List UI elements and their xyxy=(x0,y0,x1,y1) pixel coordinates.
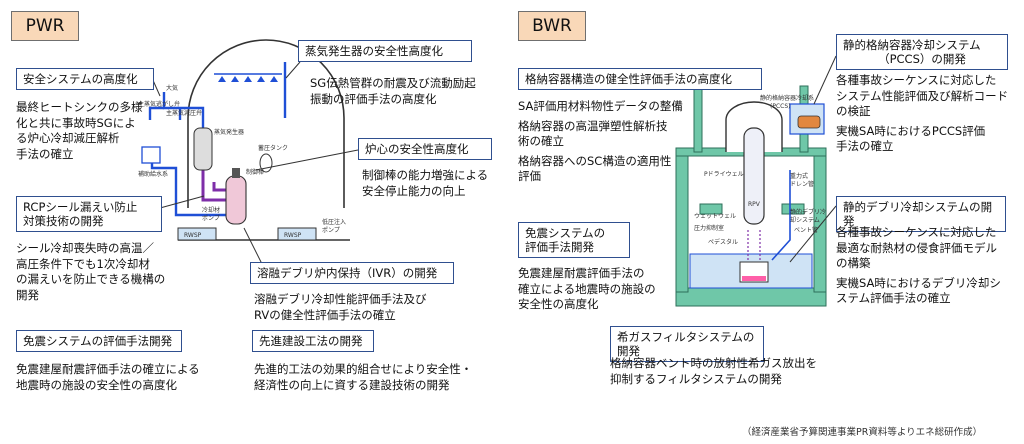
svg-text:主蒸気逃がし弁: 主蒸気逃がし弁 xyxy=(138,100,180,108)
svg-text:RWSP: RWSP xyxy=(284,232,302,239)
pwr-leader-lines xyxy=(151,61,359,265)
pwr-steam-piping xyxy=(148,62,287,217)
pwr-ivr-desc: 溶融デブリ冷却性能評価手法及び RVの健全性評価手法の確立 xyxy=(254,292,427,322)
bwr-noble-gas-filter-desc: 格納容器ベント時の放射性希ガス放出を 抑制するフィルタシステムの開発 xyxy=(610,356,817,386)
pwr-steam-generator xyxy=(193,127,213,171)
bwr-diagram-labels: 静的格納容器冷却系 (PCCS) Pドライウェル RPV ウェットウェル ペデス… xyxy=(694,94,826,246)
svg-text:主蒸気減圧弁: 主蒸気減圧弁 xyxy=(166,109,202,117)
bwr-seismic-desc: 免震建屋耐震評価手法の 確立による地震時の施設の 安全性の高度化 xyxy=(518,266,656,311)
svg-text:重力式: 重力式 xyxy=(790,172,808,180)
svg-text:Pドライウェル: Pドライウェル xyxy=(704,170,744,178)
bwr-core-debris xyxy=(739,230,769,283)
svg-text:圧力抑制室: 圧力抑制室 xyxy=(694,224,724,232)
bwr-containment-structure-desc: SA評価用材料物性データの整備 格納容器の高温弾塑性解析技 術の確立 格納容器へ… xyxy=(518,99,683,183)
bwr-pccs-unit xyxy=(789,103,825,135)
pwr-spray-nozzles xyxy=(214,73,282,82)
pwr-steam-generator-title: 蒸気発生器の安全性高度化 xyxy=(298,40,472,62)
bwr-gravity-drain-pipe xyxy=(771,170,791,261)
bwr-debris-cooling-desc: 各種事故シーケンスに対応した 最適な耐熱材の侵食評価モデル の構築 実機SA時に… xyxy=(836,225,1001,305)
bwr-drywell xyxy=(725,101,783,152)
pwr-diagram-labels: 大気 主蒸気逃がし弁 主蒸気減圧弁 蒸気発生器 補助給水系 蓄圧タンク 制御棒 … xyxy=(138,84,346,239)
pwr-tag: PWR xyxy=(11,11,79,41)
bwr-seismic-title: 免震システムの 評価手法開発 xyxy=(518,222,630,258)
pwr-control-rod-drive xyxy=(232,168,240,178)
svg-text:RWSP: RWSP xyxy=(184,232,202,239)
svg-text:静的デブリ冷: 静的デブリ冷 xyxy=(790,208,826,216)
bwr-pccs-title: 静的格納容器冷却システム （PCCS）の開発 xyxy=(836,34,1008,70)
pwr-rcp-seal-title: RCPシール漏えい防止 対策技術の開発 xyxy=(16,196,162,232)
pwr-safety-system-title: 安全システムの高度化 xyxy=(16,68,154,90)
pwr-safety-system-desc: 最終ヒートシンクの多様 化と共に事故時SGによ る炉心冷却減圧解析 手法の確立 xyxy=(16,100,143,161)
pwr-advanced-construction-title: 先進建設工法の開発 xyxy=(252,330,374,352)
svg-text:冷却材: 冷却材 xyxy=(202,206,220,214)
bwr-pccs-desc: 各種事故シーケンスに対応した システム性能評価及び解析コード の検証 実機SA時… xyxy=(836,73,1009,153)
svg-text:静的格納容器冷却系: 静的格納容器冷却系 xyxy=(760,94,814,102)
svg-text:ウェットウェル: ウェットウェル xyxy=(694,212,736,220)
pwr-seismic-title: 免震システムの評価手法開発 xyxy=(16,330,182,352)
svg-text:大気: 大気 xyxy=(166,84,178,92)
bwr-pressure-vessel xyxy=(743,127,765,225)
svg-text:ポンプ: ポンプ xyxy=(202,214,220,222)
pwr-rwsp-pits xyxy=(177,227,317,241)
svg-text:蓄圧タンク: 蓄圧タンク xyxy=(258,144,288,152)
bwr-containment-structure-title: 格納容器構造の健全性評価手法の高度化 xyxy=(518,68,762,90)
pwr-primary-loop xyxy=(201,168,226,202)
pwr-aux-feed-tank xyxy=(141,146,161,164)
svg-text:ドレン管: ドレン管 xyxy=(790,180,814,188)
source-note: （経済産業省予算関連事業PR資料等よりエネ総研作成） xyxy=(742,427,983,438)
svg-text:低圧注入: 低圧注入 xyxy=(322,218,346,226)
pwr-core-safety-desc: 制御棒の能力増強による 安全停止能力の向上 xyxy=(362,168,489,198)
bwr-tag: BWR xyxy=(518,11,586,41)
svg-text:補助給水系: 補助給水系 xyxy=(138,170,168,178)
bwr-debris-cooling-title: 静的デブリ冷却システムの開発 xyxy=(836,196,1006,232)
svg-text:蒸気発生器: 蒸気発生器 xyxy=(214,128,244,136)
svg-text:ベント管: ベント管 xyxy=(794,226,818,234)
svg-text:却システム: 却システム xyxy=(790,216,820,224)
pwr-seismic-desc: 免震建屋耐震評価手法の確立による 地震時の施設の安全性の高度化 xyxy=(16,362,200,392)
bwr-noble-gas-filter-title: 希ガスフィルタシステムの開発 xyxy=(610,326,764,362)
svg-text:RPV: RPV xyxy=(748,201,761,208)
pwr-ivr-title: 溶融デブリ炉内保持（IVR）の開発 xyxy=(250,262,454,284)
pwr-steam-generator-desc: SG伝熱管群の耐震及び流動励起 振動の評価手法の高度化 xyxy=(310,76,476,106)
pwr-rcp-seal-desc: シール冷却喪失時の高温／ 高圧条件下でも1次冷却材 の漏えいを防止できる機構の … xyxy=(16,241,166,302)
bwr-leader-lines xyxy=(789,55,837,263)
svg-text:制御棒: 制御棒 xyxy=(246,168,264,176)
svg-text:(PCCS): (PCCS) xyxy=(770,103,791,110)
pwr-core-safety-title: 炉心の安全性高度化 xyxy=(358,138,492,160)
svg-text:ポンプ: ポンプ xyxy=(322,226,340,234)
svg-text:ペデスタル: ペデスタル xyxy=(708,238,738,246)
pwr-advanced-construction-desc: 先進的工法の効果的組合せにより安全性・ 経済性の向上に資する建設技術の開発 xyxy=(254,362,473,392)
